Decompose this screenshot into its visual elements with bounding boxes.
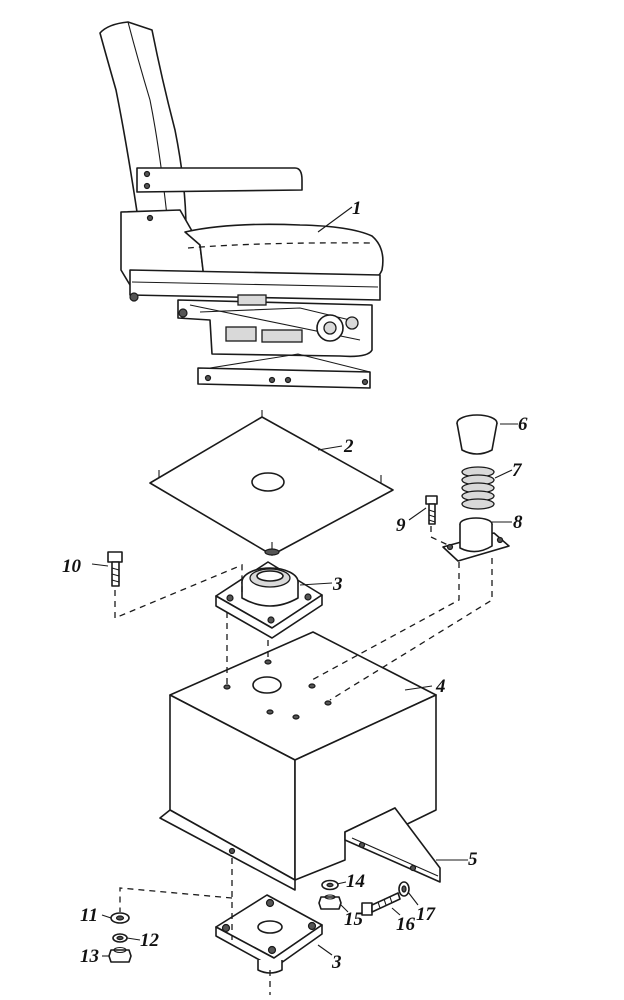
part-label-3-lower: 3 bbox=[331, 952, 342, 973]
part-label-7: 7 bbox=[512, 460, 523, 481]
cap bbox=[456, 414, 498, 455]
lock-washer bbox=[112, 933, 128, 943]
spring bbox=[461, 466, 495, 510]
housing-bolt bbox=[425, 495, 438, 525]
bracket-bolt bbox=[361, 892, 401, 916]
nut bbox=[108, 946, 132, 963]
part-label-16: 16 bbox=[396, 914, 416, 935]
part-label-17: 17 bbox=[416, 904, 437, 925]
assembly-lines bbox=[114, 526, 493, 995]
seat-box bbox=[159, 631, 437, 891]
part-label-11: 11 bbox=[80, 905, 98, 926]
flange-bolt bbox=[107, 551, 123, 587]
part-label-3: 3 bbox=[332, 574, 343, 595]
bracket bbox=[344, 807, 441, 883]
part-label-2: 2 bbox=[343, 436, 354, 457]
part-label-1: 1 bbox=[352, 198, 362, 219]
bracket-washer bbox=[321, 879, 339, 891]
part-label-5: 5 bbox=[468, 849, 478, 870]
part-label-9: 9 bbox=[396, 515, 406, 536]
part-label-8: 8 bbox=[513, 512, 523, 533]
part-label-12: 12 bbox=[140, 930, 160, 951]
part-label-4: 4 bbox=[435, 676, 446, 697]
bracket-lock-washer bbox=[398, 881, 410, 897]
seat bbox=[99, 21, 384, 389]
part-label-10: 10 bbox=[62, 556, 82, 577]
leader-lines bbox=[91, 206, 518, 957]
mounting-plate bbox=[149, 410, 394, 556]
bearing-flange-lower bbox=[215, 894, 323, 974]
spring-housing bbox=[442, 517, 510, 562]
part-label-14: 14 bbox=[346, 871, 365, 892]
washer bbox=[110, 912, 130, 924]
part-label-15: 15 bbox=[344, 909, 364, 930]
bracket-nut bbox=[318, 894, 342, 910]
bearing-flange bbox=[215, 561, 323, 639]
part-label-6: 6 bbox=[518, 414, 528, 435]
part-label-13: 13 bbox=[80, 946, 99, 967]
